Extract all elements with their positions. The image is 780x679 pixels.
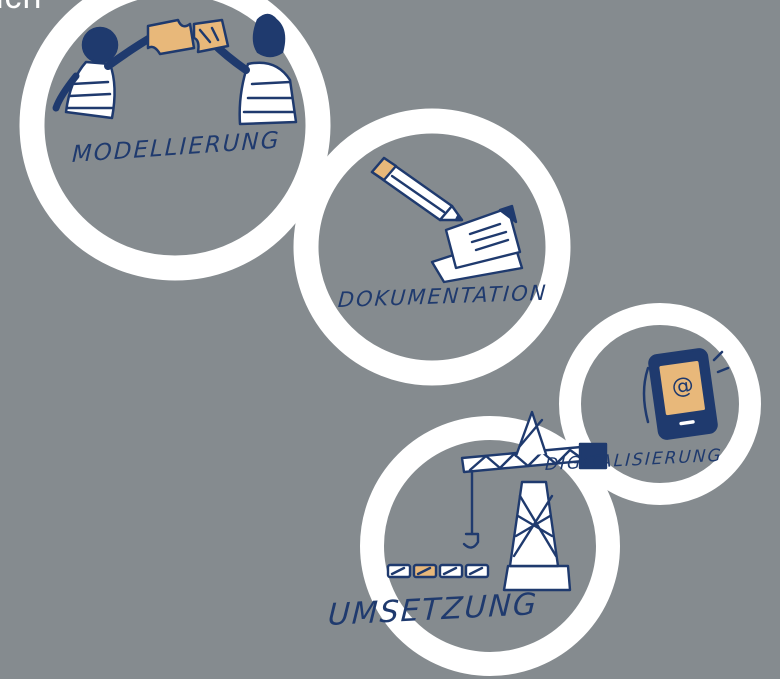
ring-dokumentation <box>293 108 571 386</box>
two-people-puzzle-icon <box>52 13 298 126</box>
ring-umsetzung <box>360 416 620 676</box>
ring-digitalisierung <box>559 303 761 505</box>
construction-crane-icon <box>386 410 608 592</box>
smartphone-at-icon <box>642 348 730 440</box>
pencil-document-icon <box>370 156 524 284</box>
ring-modellierung <box>19 0 331 281</box>
page-heading-fragment: ich <box>0 0 42 17</box>
at-symbol: @ <box>670 373 695 401</box>
